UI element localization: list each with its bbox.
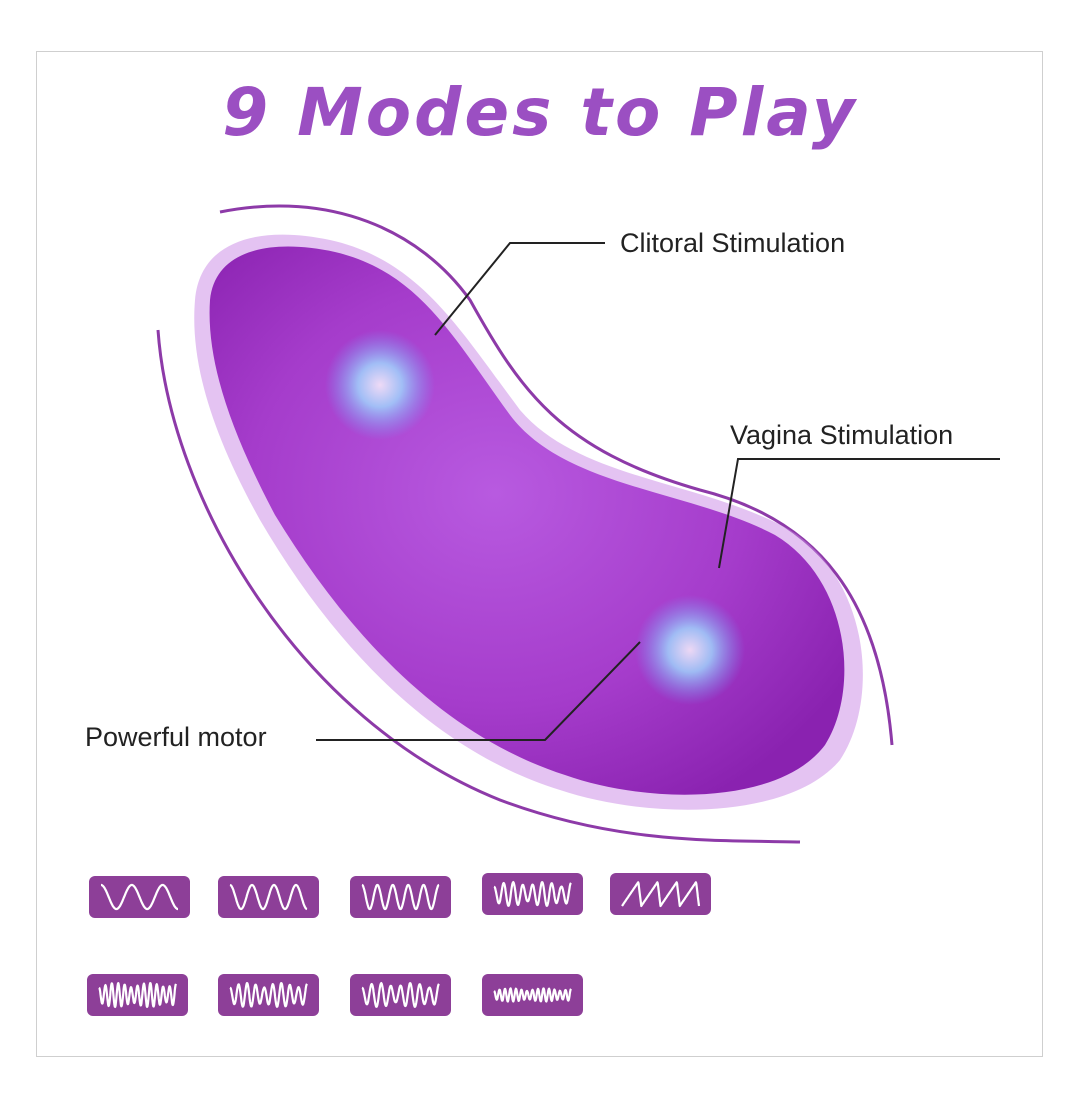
wave-mode-1-icon [89, 876, 190, 918]
outline-curve-top [219, 204, 894, 746]
motor-spark-1 [325, 330, 435, 440]
image-frame [36, 51, 1043, 1057]
wave-mode-7-icon [218, 974, 319, 1016]
wave-mode-4-icon [482, 873, 583, 915]
callout-clitoral: Clitoral Stimulation [620, 228, 846, 258]
motor-spark-2 [635, 595, 745, 705]
wave-mode-2-icon [218, 876, 319, 918]
clitoral-leader-line [434, 242, 605, 336]
wave-mode-6-icon [87, 974, 188, 1016]
page-title: 9 Modes to Play [222, 74, 858, 151]
outline-curve-bottom [156, 329, 801, 844]
wave-mode-3-icon [350, 876, 451, 918]
callout-motor: Powerful motor [85, 722, 267, 752]
wave-mode-8-icon [350, 974, 451, 1016]
vagina-leader-line [718, 458, 1000, 569]
motor-leader-line [316, 641, 641, 741]
callout-vagina: Vagina Stimulation [730, 420, 954, 450]
wave-mode-9-icon [482, 974, 583, 1016]
wave-mode-5-icon [610, 873, 711, 915]
